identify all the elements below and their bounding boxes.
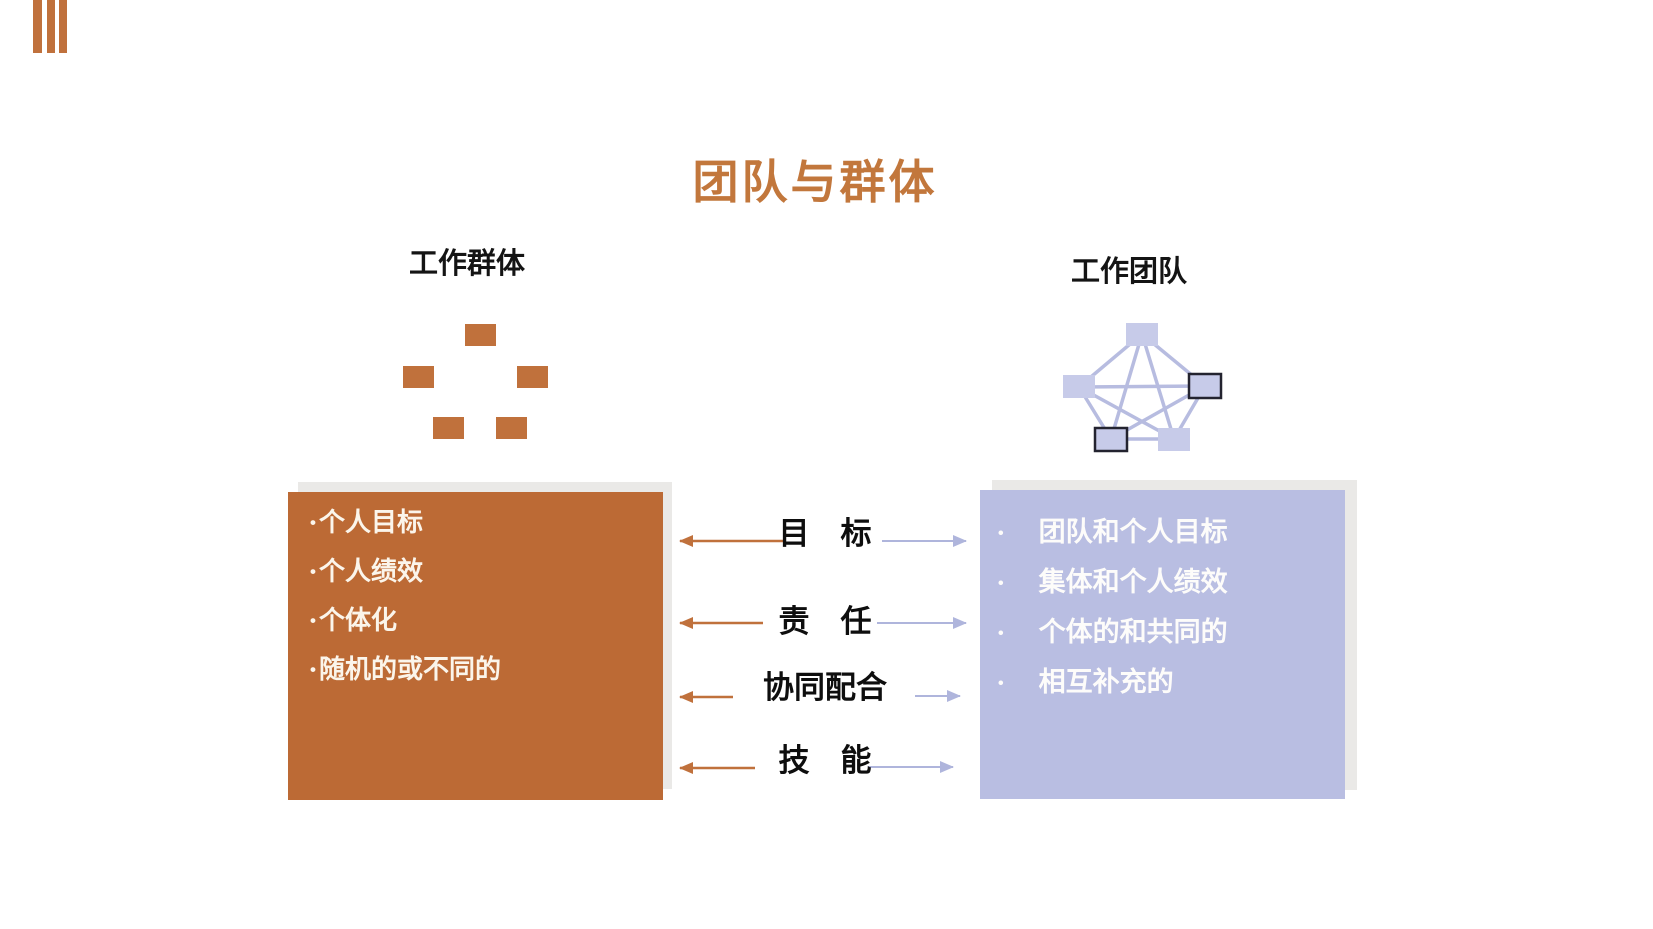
work-group-list: 个人目标 个人绩效 个体化 随机的或不同的 [288, 492, 663, 694]
network-node [1063, 375, 1095, 398]
comparison-label-skill: 技 能 [778, 743, 872, 778]
list-item: 随机的或不同的 [310, 645, 655, 694]
group-member-square [433, 417, 464, 439]
group-member-square [403, 366, 434, 388]
list-item: 相互补充的 [998, 657, 1337, 707]
list-item: 个体化 [310, 596, 655, 645]
network-edges [1077, 332, 1207, 441]
network-node [1158, 428, 1190, 451]
list-item: 个体的和共同的 [998, 607, 1337, 657]
network-node-bordered [1187, 372, 1223, 400]
network-node [1126, 323, 1158, 346]
work-group-box: 个人目标 个人绩效 个体化 随机的或不同的 [288, 492, 663, 800]
network-edge [1078, 384, 1206, 389]
list-item: 个人目标 [310, 498, 655, 547]
list-item: 个人绩效 [310, 547, 655, 596]
logo-bar [47, 0, 55, 53]
comparison-label-goal: 目 标 [778, 516, 872, 551]
group-member-square [496, 417, 527, 439]
list-item: 团队和个人目标 [998, 507, 1337, 557]
logo-bars-icon [33, 0, 67, 53]
work-team-header: 工作团队 [1070, 256, 1187, 288]
group-member-square [517, 366, 548, 388]
comparison-label-synergy: 协同配合 [763, 670, 887, 705]
logo-bar [59, 0, 67, 53]
logo-bar [33, 0, 42, 53]
network-node-bordered [1093, 426, 1129, 453]
slide-title: 团队与群体 [692, 156, 938, 208]
connected-network-icon [1063, 323, 1223, 453]
work-team-box: 团队和个人目标 集体和个人绩效 个体的和共同的 相互补充的 [980, 490, 1345, 799]
comparison-label-responsibility: 责 任 [778, 604, 872, 639]
group-member-square [465, 324, 496, 346]
work-group-header: 工作群体 [408, 248, 525, 280]
list-item: 集体和个人绩效 [998, 557, 1337, 607]
work-team-list: 团队和个人目标 集体和个人绩效 个体的和共同的 相互补充的 [980, 490, 1345, 707]
